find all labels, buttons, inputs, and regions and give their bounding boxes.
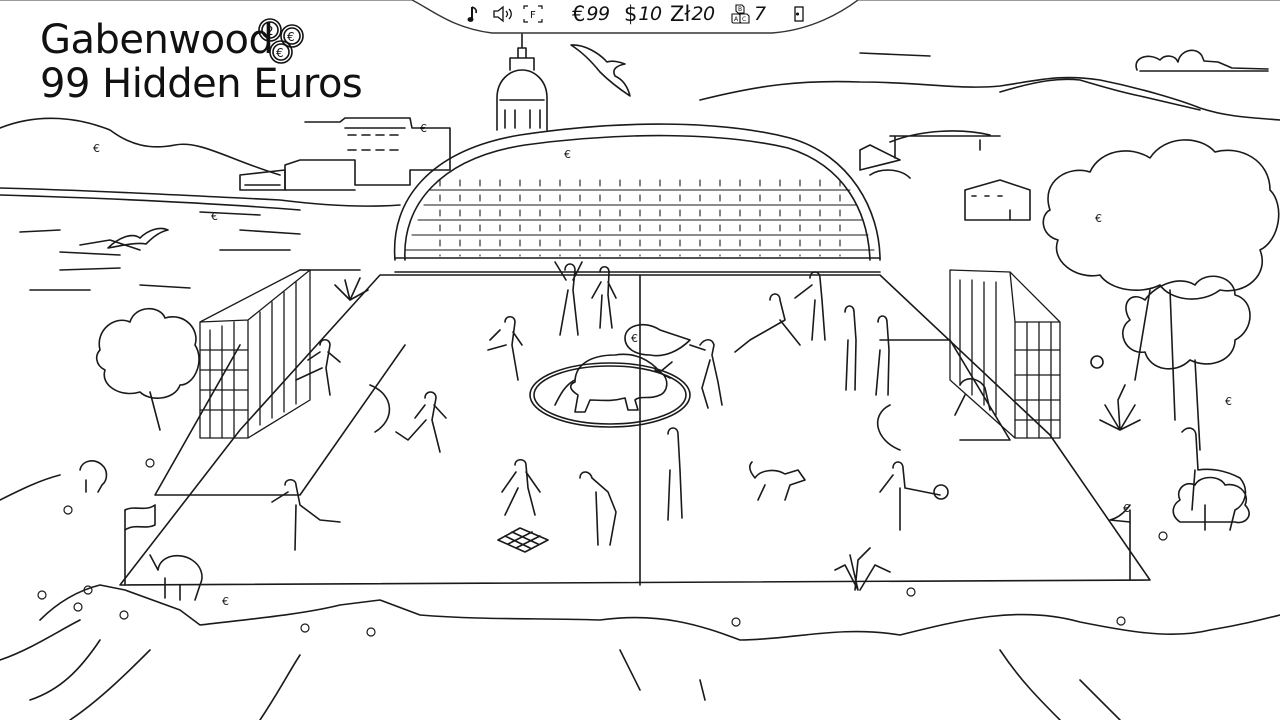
svg-text:C: C [742, 16, 746, 23]
game-title-line1: Gabenwood [40, 17, 274, 63]
game-title: Gabenwood 99 Hidden Euros 2 € € [40, 17, 363, 107]
svg-text:€: € [222, 595, 229, 608]
svg-text:€: € [1123, 502, 1130, 515]
foreground-strokes [0, 619, 1121, 720]
dog [749, 461, 806, 501]
bush-left [95, 307, 200, 399]
hud-bar: F € 99 $ 10 Zł 20 A C B 7 [412, 0, 858, 34]
seagull-left [107, 227, 169, 249]
svg-text:€: € [564, 148, 571, 161]
euro-coins-icon: 2 € € [258, 18, 304, 64]
town-buildings [284, 117, 451, 191]
flowers [37, 458, 1168, 637]
bull [554, 353, 673, 413]
abc-blocks-icon: A C B [731, 4, 750, 24]
euro-icon: € [572, 2, 586, 26]
agave-plant-bottom [834, 547, 891, 591]
grate [497, 527, 549, 553]
stadium-roof [393, 123, 881, 261]
euros-counter: € 99 [572, 2, 610, 26]
svg-text:2: 2 [266, 24, 273, 38]
hidden-euros: € € € € € € € € € [93, 122, 1232, 608]
hill-left [0, 117, 281, 176]
svg-text:€: € [1095, 212, 1102, 225]
agave-plant-left [334, 277, 369, 301]
svg-text:B: B [738, 6, 742, 13]
zloty-count: 20 [691, 3, 715, 25]
llama [1181, 427, 1247, 531]
sound-toggle-button[interactable] [492, 2, 514, 26]
exit-button[interactable] [792, 2, 806, 26]
blocks-counter: A C B 7 [730, 2, 766, 26]
matador [689, 338, 723, 409]
agave-plant-right [1099, 384, 1141, 431]
exit-door-icon [794, 6, 804, 22]
zloty-counter: Zł 20 [670, 2, 715, 26]
pitch-outline [119, 274, 1151, 586]
svg-text:F: F [530, 10, 536, 21]
dollars-counter: $ 10 [624, 2, 662, 26]
dollars-count: 10 [638, 3, 662, 25]
hill-right [699, 76, 1280, 121]
stadium-seats [405, 179, 875, 257]
svg-text:€: € [420, 122, 427, 135]
goal-left [199, 269, 311, 439]
blocks-count: 7 [754, 3, 766, 25]
svg-text:A: A [734, 16, 739, 23]
svg-text:€: € [276, 46, 283, 60]
music-note-icon [467, 6, 478, 22]
seagull-top [570, 44, 631, 97]
matador-cape [624, 323, 691, 357]
penalty-area-left [154, 344, 406, 496]
armadillo-bottom [149, 554, 203, 601]
tree-canopy-right-2 [1121, 275, 1251, 370]
tree-canopy-right [1042, 139, 1280, 300]
svg-text:€: € [211, 210, 218, 223]
centre-circle [529, 362, 691, 428]
armadillo-left [79, 460, 108, 493]
farmhouse [964, 179, 1031, 221]
svg-text:€: € [631, 332, 638, 345]
zloty-icon: Zł [670, 2, 691, 26]
cloud [1135, 49, 1269, 72]
svg-text:€: € [1225, 395, 1232, 408]
music-toggle-button[interactable] [467, 2, 481, 26]
euros-count: 99 [586, 3, 610, 25]
game-title-line2: 99 Hidden Euros [40, 61, 363, 107]
domed-church [496, 33, 548, 131]
players [271, 261, 991, 551]
svg-text:€: € [287, 30, 294, 44]
fullscreen-icon: F [523, 5, 543, 23]
football-2 [1090, 355, 1104, 369]
penalty-area-right [879, 339, 1011, 441]
sea-waves [19, 211, 361, 291]
corner-flag-left [124, 504, 156, 531]
foreground-ground [0, 474, 1280, 641]
dollar-icon: $ [624, 2, 638, 26]
svg-text:€: € [93, 142, 100, 155]
goal-right [949, 269, 1061, 439]
corner-flag-right [1109, 504, 1131, 523]
football [933, 484, 949, 500]
stadium-base [394, 257, 881, 273]
fullscreen-button[interactable]: F [522, 2, 544, 26]
speaker-icon [493, 5, 512, 23]
bridge [889, 130, 1001, 159]
